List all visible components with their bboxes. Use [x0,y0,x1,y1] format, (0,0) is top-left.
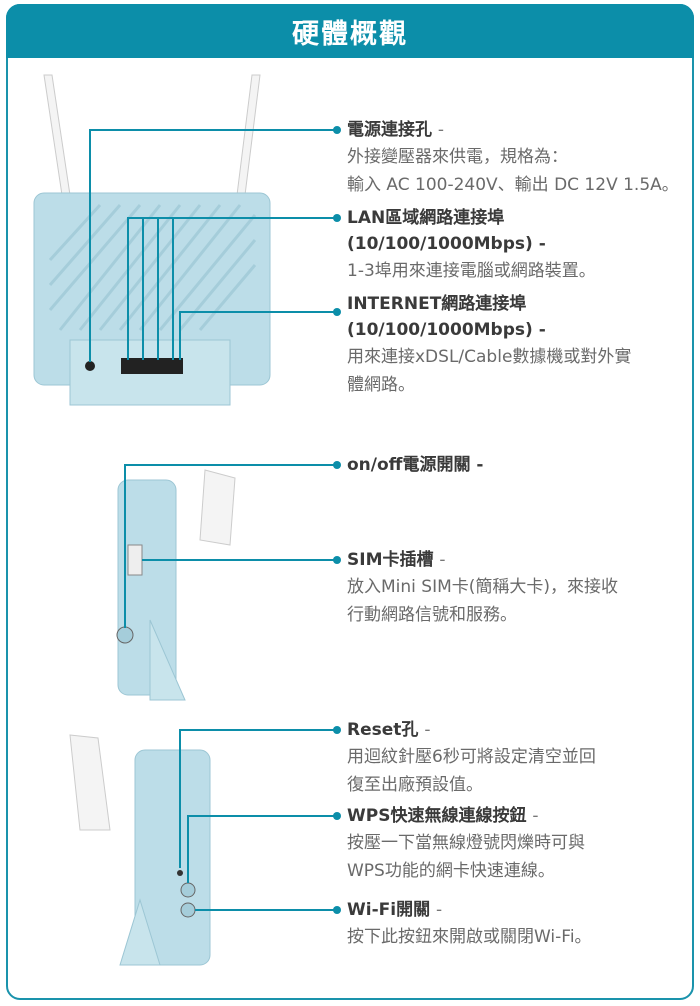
dash: - [476,455,484,475]
item-title: LAN區域網路連接埠 [347,208,505,228]
item-title: Reset孔 [347,720,419,740]
sim-slot [127,544,143,576]
item-power-switch: on/off電源開關 - [347,452,687,478]
dash: - [439,550,446,570]
router-side-view-1 [116,469,236,701]
router-back-view [33,74,271,406]
page-title: 硬體概觀 [292,18,408,50]
item-desc: 用來連接xDSL/Cable數據機或對外實 [347,347,632,367]
item-title: SIM卡插槽 [347,550,434,570]
item-title: WPS快速無線連線按鈕 [347,806,527,826]
item-sim-slot: SIM卡插槽 - 放入Mini SIM卡(簡稱大卡)，來接收 行動網路信號和服務… [347,547,687,629]
dash: - [532,806,539,826]
item-lan-ports: LAN區域網路連接埠 (10/100/1000Mbps) - 1-3埠用來連接電… [347,205,687,285]
bullet-dots [333,126,341,914]
item-title: INTERNET網路連接埠 [347,294,527,314]
wps-button [180,882,196,898]
reset-hole [177,870,183,876]
item-title: 電源連接孔 [347,120,432,140]
item-reset: Reset孔 - 用迴紋針壓6秒可將設定清空並回 復至出廠預設值。 [347,717,687,799]
item-title-speed: (10/100/1000Mbps) [347,320,533,340]
dash: - [437,120,445,140]
item-wps: WPS快速無線連線按鈕 - 按壓一下當無線燈號閃爍時可與 WPS功能的網卡快速連… [347,803,687,885]
item-desc: 行動網路信號和服務。 [347,605,517,625]
item-desc: 輸入 AC 100-240V、輸出 DC 12V 1.5A。 [347,175,679,195]
ethernet-ports [121,358,183,374]
wifi-button [180,902,196,918]
dash: - [424,720,431,740]
leader-lines [89,129,337,911]
dash: - [538,234,546,254]
header-bar: 硬體概觀 [6,4,694,58]
item-desc: 放入Mini SIM卡(簡稱大卡)，來接收 [347,577,619,597]
power-button [116,626,134,644]
dash: - [538,320,546,340]
item-title-speed: (10/100/1000Mbps) [347,234,533,254]
power-jack [85,361,95,371]
item-wifi-switch: Wi-Fi開關 - 按下此按鈕來開啟或關閉Wi-Fi。 [347,897,687,951]
item-desc: 1-3埠用來連接電腦或網路裝置。 [347,261,596,281]
item-desc: 按下此按鈕來開啟或關閉Wi-Fi。 [347,927,592,947]
item-desc: WPS功能的網卡快速連線。 [347,861,555,881]
item-desc: 按壓一下當無線燈號閃爍時可與 [347,833,585,853]
dash: - [436,900,443,920]
item-title: Wi-Fi開關 [347,900,431,920]
item-desc: 復至出廠預設值。 [347,775,483,795]
item-power-jack: 電源連接孔 - 外接變壓器來供電，規格為： 輸入 AC 100-240V、輸出 … [347,117,687,199]
item-desc: 外接變壓器來供電，規格為： [347,147,568,167]
item-desc: 體網路。 [347,375,415,395]
item-desc: 用迴紋針壓6秒可將設定清空並回 [347,747,596,767]
item-title: on/off電源開關 [347,455,471,475]
router-side-view-2 [69,734,211,966]
item-internet-port: INTERNET網路連接埠 (10/100/1000Mbps) - 用來連接xD… [347,291,687,399]
